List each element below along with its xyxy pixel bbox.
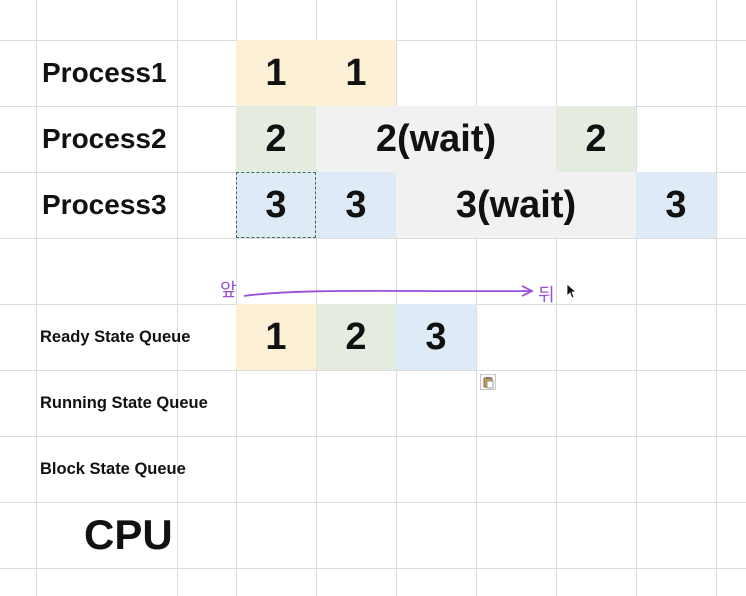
process1-cell[interactable]: 1 bbox=[236, 40, 316, 106]
annotation-start-text: 앞 bbox=[220, 280, 237, 301]
ready-queue-item[interactable]: 1 bbox=[236, 304, 316, 370]
process3-wait-cell[interactable]: 3(wait) bbox=[396, 172, 636, 238]
mouse-pointer-icon bbox=[566, 283, 578, 299]
process3-cell[interactable]: 3 bbox=[316, 172, 396, 238]
process2-cell[interactable]: 2 bbox=[236, 106, 316, 172]
clipboard-icon[interactable] bbox=[480, 374, 496, 390]
ready-queue-item[interactable]: 2 bbox=[316, 304, 396, 370]
process1-cell[interactable]: 1 bbox=[316, 40, 396, 106]
process3-label: Process3 bbox=[42, 189, 167, 220]
ready-queue-item[interactable]: 3 bbox=[396, 304, 476, 370]
process2-wait-cell[interactable]: 2(wait) bbox=[316, 106, 556, 172]
annotation-arrow bbox=[243, 285, 535, 297]
process2-cell[interactable]: 2 bbox=[556, 106, 636, 172]
block-queue-label: Block State Queue bbox=[40, 459, 186, 478]
process1-label: Process1 bbox=[42, 57, 167, 88]
annotation-end-text: 뒤 bbox=[538, 285, 555, 306]
process2-label: Process2 bbox=[42, 123, 167, 154]
process3-cell[interactable]: 3 bbox=[636, 172, 716, 238]
ready-queue-label: Ready State Queue bbox=[40, 327, 191, 346]
cpu-label: CPU bbox=[84, 511, 173, 558]
process3-cell-selected[interactable]: 3 bbox=[236, 172, 316, 238]
running-queue-label: Running State Queue bbox=[40, 393, 208, 412]
